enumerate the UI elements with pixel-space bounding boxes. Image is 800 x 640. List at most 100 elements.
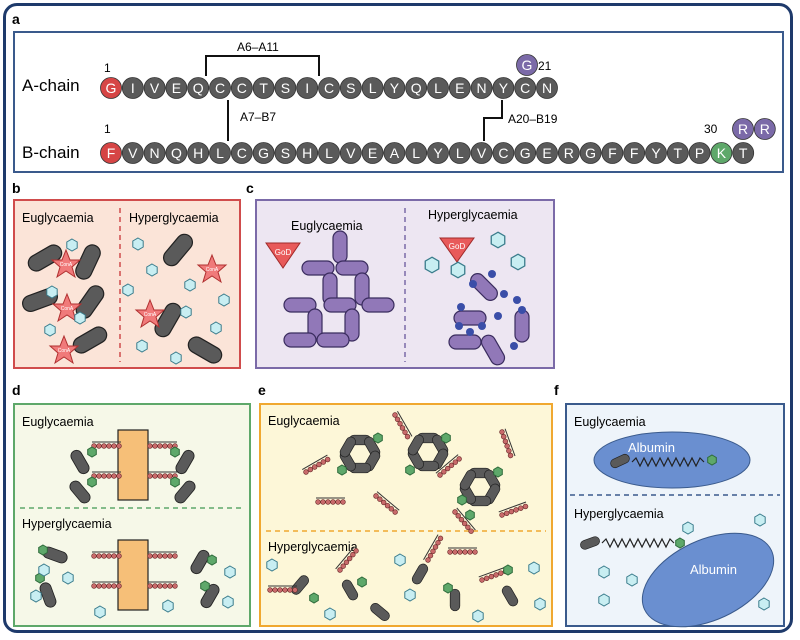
b-residue-8: G — [252, 142, 275, 164]
b-residue-8-letter: G — [258, 145, 269, 161]
b-residue-16: Y — [427, 142, 449, 164]
panel-label-a: a — [12, 11, 20, 27]
b-residue-26-letter: Y — [651, 145, 661, 161]
a-chain-end-num: 21 — [538, 59, 552, 73]
a-residue-13: L — [361, 77, 384, 99]
c-god-label-eu: GoD — [275, 248, 292, 257]
a-residue-15: Q — [405, 77, 428, 99]
b-residue-10-letter: H — [302, 145, 312, 161]
a-residue-19: Y — [492, 77, 515, 99]
a-residue-19-letter: Y — [499, 80, 509, 96]
b-hyper-label: Hyperglycaemia — [129, 211, 219, 225]
panel-label-c: c — [246, 180, 254, 196]
b-residue-23-letter: G — [585, 145, 596, 161]
b-eu-complexes: ConA ConA ConA — [19, 238, 111, 365]
b-residue-19: C — [492, 142, 515, 164]
b-extra-residue-1: R — [732, 118, 754, 140]
b-residue-29-letter: K — [717, 145, 727, 161]
a-residue-12-letter: S — [346, 80, 355, 96]
b-conA-text-1: ConA — [60, 262, 73, 268]
f-eu-linker — [631, 456, 705, 468]
b-residue-9: S — [274, 142, 297, 164]
b-residue-10: H — [296, 142, 319, 164]
b-residue-3: N — [143, 142, 166, 164]
a-residue-4-letter: E — [172, 80, 181, 96]
b-residue-20: G — [514, 142, 537, 164]
b-residue-29: K — [710, 142, 733, 164]
b-residue-21-letter: E — [542, 145, 551, 161]
d-eu-label: Euglycaemia — [22, 415, 94, 429]
a-residue-9: S — [274, 77, 297, 99]
b-residue-27-letter: T — [674, 145, 683, 161]
b-residue-12-letter: V — [346, 145, 356, 161]
b-extra-residue-2: R — [753, 118, 776, 140]
b-residue-14: A — [383, 142, 406, 164]
a-residue-7: C — [230, 77, 253, 99]
a-residue-16-letter: L — [434, 80, 442, 96]
a-residue-5: Q — [187, 77, 210, 99]
b-residue-3-letter: N — [150, 145, 160, 161]
e-eu-label: Euglycaemia — [268, 414, 340, 428]
a-residue-8: T — [252, 77, 275, 99]
b-residue-28-letter: P — [695, 145, 704, 161]
a-residue-18: N — [470, 77, 493, 99]
panel-label-b: b — [12, 180, 21, 196]
b-residue-25: F — [623, 142, 646, 164]
a-residue-20-letter: C — [520, 80, 530, 96]
c-god-hyper — [439, 237, 475, 263]
b-residue-17-letter: L — [456, 145, 464, 161]
b-chain-end-num: 30 — [704, 122, 718, 136]
f-eu-anchor — [707, 454, 717, 466]
b-conA-text-5: ConA — [144, 312, 157, 318]
panel-label-d: d — [12, 382, 21, 398]
b-residue-6-letter: L — [216, 145, 224, 161]
b-residue-13: E — [361, 142, 384, 164]
b-chain-start-num: 1 — [104, 122, 111, 136]
a-residue-17: E — [448, 77, 471, 99]
figure-frame — [3, 3, 793, 633]
b-eu-label: Euglycaemia — [22, 211, 94, 225]
a20-b19-label: A20–B19 — [508, 112, 558, 126]
a-residue-10-letter: I — [305, 80, 309, 96]
d-hyper-label: Hyperglycaemia — [22, 517, 112, 531]
b-conA-text-3: ConA — [58, 348, 71, 354]
a7-b7-label: A7–B7 — [240, 110, 276, 124]
b-residue-14-letter: A — [390, 145, 400, 161]
b-residue-2-letter: V — [128, 145, 138, 161]
a-extra-residue-letter: G — [522, 57, 533, 73]
b-residue-4: Q — [165, 142, 188, 164]
a-residue-11: C — [318, 77, 340, 99]
d-eu-hydrogel — [117, 429, 149, 501]
f-eu-albumin-label: Albumin — [628, 440, 675, 455]
a-residue-1: G — [100, 77, 122, 99]
a20-b19-bridge — [483, 100, 503, 141]
b-conA-text-4: ConA — [206, 267, 219, 273]
b-residue-7-letter: C — [237, 145, 247, 161]
panel-label-e: e — [258, 382, 266, 398]
b-residue-2: V — [121, 142, 144, 164]
a-residue-20: C — [514, 77, 537, 99]
b-residue-25-letter: F — [630, 145, 639, 161]
f-eu-albumin — [593, 431, 751, 489]
a-residue-17-letter: E — [455, 80, 464, 96]
b-residue-1-letter: F — [107, 145, 116, 161]
a-residue-7-letter: C — [237, 80, 247, 96]
b-hyper-scatter: ConA ConA — [122, 230, 230, 367]
b-residue-5: H — [187, 142, 210, 164]
f-hyper-label: Hyperglycaemia — [574, 507, 664, 521]
b-residue-23: G — [579, 142, 602, 164]
b-conA-text-2: ConA — [61, 306, 74, 312]
a-residue-2: I — [121, 77, 144, 99]
b-chain-label: B-chain — [22, 143, 80, 162]
b-residue-7: C — [230, 142, 253, 164]
c-god-eu — [265, 242, 301, 269]
a6-a11-label: A6–A11 — [237, 40, 279, 54]
a-residue-3: V — [143, 77, 166, 99]
c-hyper-label: Hyperglycaemia — [428, 208, 518, 222]
a-residue-18-letter: N — [477, 80, 487, 96]
b-residue-26: Y — [645, 142, 667, 164]
f-eu-label: Euglycaemia — [574, 415, 646, 429]
a-residue-13-letter: L — [369, 80, 377, 96]
